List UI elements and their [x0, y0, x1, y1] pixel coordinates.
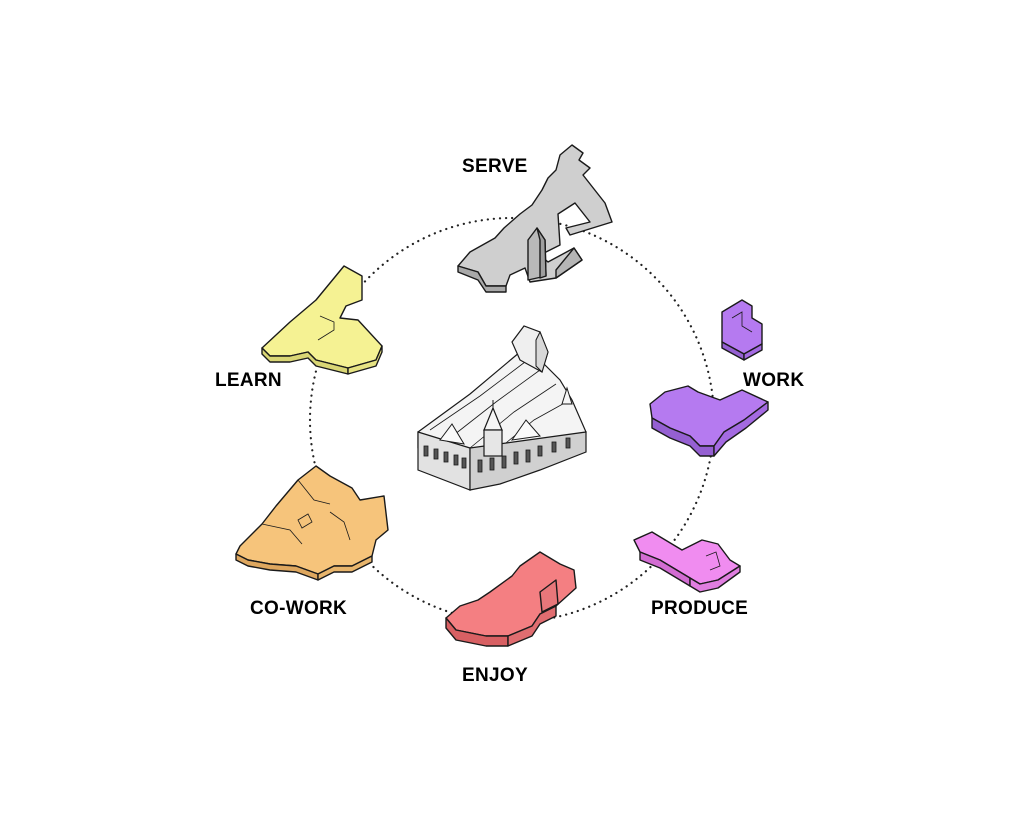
label-serve: SERVE — [462, 156, 528, 177]
historic-building-illustration — [417, 325, 587, 491]
work-large-block — [649, 385, 769, 457]
enjoy-block — [445, 551, 577, 647]
learn-block — [261, 265, 383, 375]
label-co-work: CO-WORK — [250, 598, 348, 619]
produce-block — [633, 531, 741, 593]
label-enjoy: ENJOY — [462, 665, 528, 686]
serve-block — [457, 144, 613, 293]
label-learn: LEARN — [215, 370, 282, 391]
work-small-block — [721, 299, 763, 361]
label-produce: PRODUCE — [651, 598, 749, 619]
co-work-block — [235, 465, 389, 581]
label-work: WORK — [743, 370, 805, 391]
